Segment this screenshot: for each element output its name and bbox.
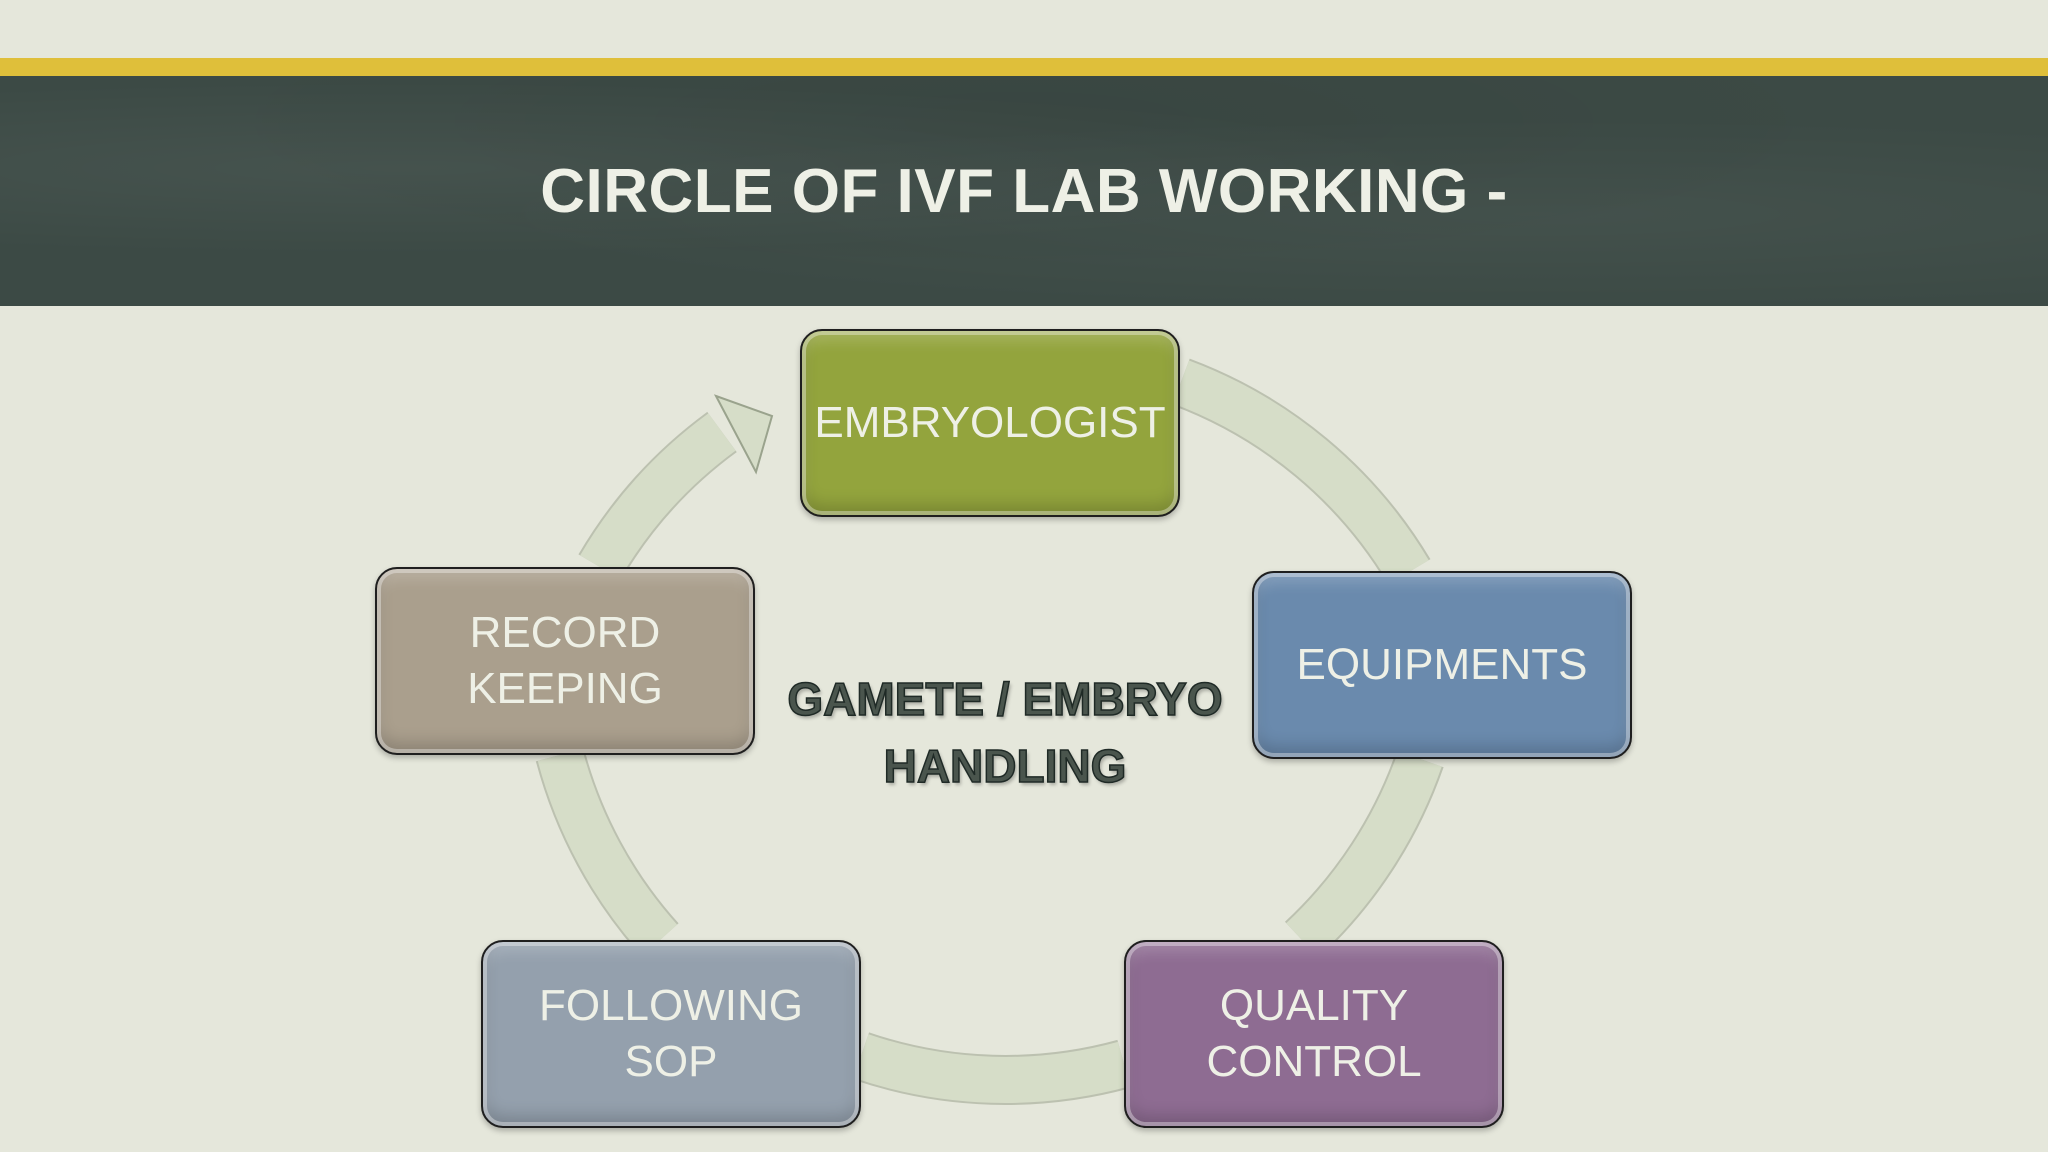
cycle-arrow-segment — [580, 413, 736, 579]
cycle-ring-segments — [535, 358, 1444, 1105]
node-label-embryologist: EMBRYOLOGIST — [814, 398, 1166, 448]
header-band — [0, 76, 2048, 306]
cycle-arrow-segment — [537, 748, 678, 956]
cycle-arrowhead — [713, 394, 774, 475]
center-label: GAMETE / EMBRYO HANDLING — [787, 672, 1224, 792]
node-quality-control[interactable]: QUALITY CONTROL — [1124, 940, 1504, 1128]
cycle-arrow-segment — [1172, 360, 1429, 584]
node-equipments[interactable]: EQUIPMENTS — [1252, 571, 1632, 759]
node-following-sop[interactable]: FOLLOWING SOP — [481, 940, 861, 1128]
node-label-equipments: EQUIPMENTS — [1296, 640, 1588, 690]
node-label-record-keeping: RECORD KEEPING — [467, 608, 663, 713]
slide-title: CIRCLE OF IVF LAB WORKING - — [540, 156, 1508, 226]
node-embryologist[interactable]: EMBRYOLOGIST — [800, 329, 1180, 517]
node-record-keeping[interactable]: RECORD KEEPING — [375, 567, 755, 755]
accent-bar — [0, 58, 2048, 76]
node-label-following-sop: FOLLOWING SOP — [538, 981, 804, 1086]
node-label-quality-control: QUALITY CONTROL — [1206, 981, 1422, 1086]
cycle-arrow-segment — [853, 1034, 1131, 1103]
cycle-arrow-segment — [1286, 751, 1442, 957]
